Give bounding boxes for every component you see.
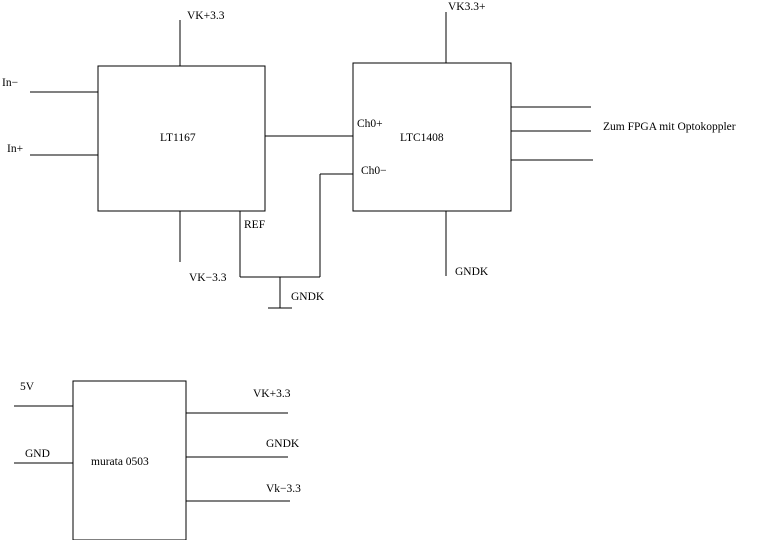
in-plus-label: In+ [7, 143, 23, 155]
lt1167-name: LT1167 [160, 132, 196, 144]
ch0-plus-label: Ch0+ [357, 118, 383, 130]
lt1167-block [97, 65, 266, 212]
ground-net-label: GNDK [291, 291, 325, 303]
in-5v-label: 5V [20, 381, 35, 393]
lt1167-supply-neg-label: VK−3.3 [189, 272, 227, 284]
murata-name: murata 0503 [91, 456, 149, 468]
out-vneg-label: Vk−3.3 [266, 483, 301, 495]
ltc1408-name: LTC1408 [400, 132, 444, 144]
out-vpos-label: VK+3.3 [253, 388, 291, 400]
out-gnd-label: GNDK [266, 438, 300, 450]
murata-block [72, 380, 187, 540]
in-gnd-label: GND [25, 448, 50, 460]
ch0-minus-label: Ch0− [361, 165, 387, 177]
fpga-output-label: Zum FPGA mit Optokoppler [603, 121, 736, 133]
ltc1408-ground-label: GNDK [455, 266, 489, 278]
ref-label: REF [244, 219, 265, 231]
lt1167-supply-pos-label: VK+3.3 [187, 10, 225, 22]
ltc1408-supply-label: VK3.3+ [448, 1, 485, 13]
ltc1408-block [352, 62, 512, 212]
in-minus-label: In− [2, 77, 18, 89]
